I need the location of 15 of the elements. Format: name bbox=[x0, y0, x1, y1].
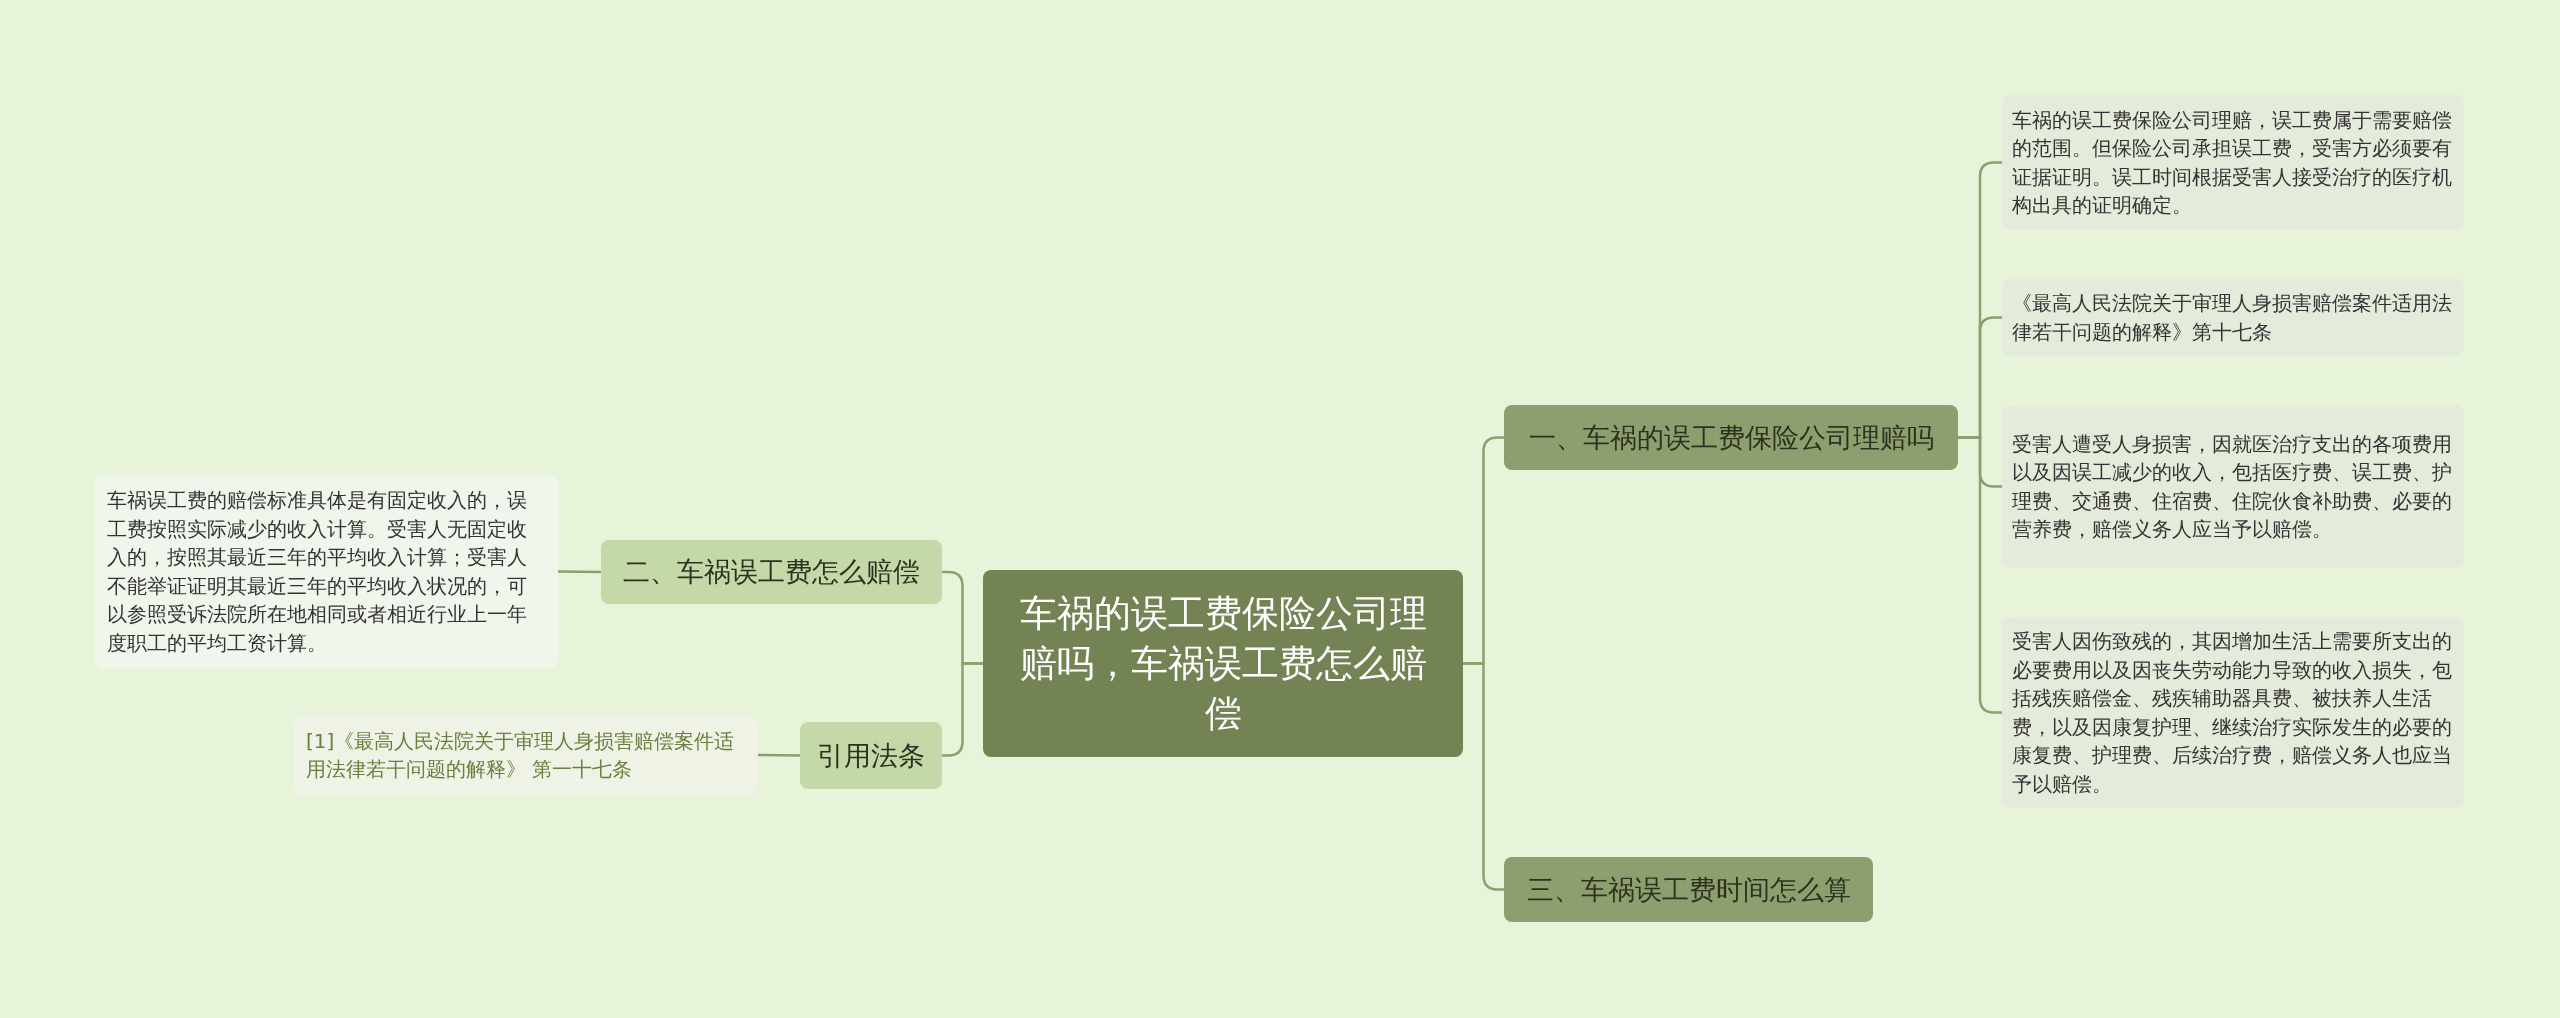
connector-line bbox=[558, 570, 601, 574]
text-box: 受害人遭受人身损害，因就医治疗支出的各项费用以及因误工减少的收入，包括医疗费、误工费、护理费、交通费、住宿费、住院伙食补助费、必要的营养费，赔偿义务人应当予以赔偿。 bbox=[2002, 405, 2464, 568]
text-box: 车祸误工费的赔偿标准具体是有固定收入的，误工费按照实际减少的收入计算。受害人无固定收入的，按照其最近三年的平均收入计算；受害人不能举证证明其最近三年的平均收入状况的，可以参照受诉法院所在地相同或者相近行业上一年度职工的平均工资计算。 bbox=[95, 475, 558, 668]
topic-box: 引用法条 bbox=[800, 722, 942, 789]
topic-box: 一、车祸的误工费保险公司理赔吗 bbox=[1504, 405, 1958, 470]
connector-line bbox=[1463, 662, 1504, 891]
text-box: 《最高人民法院关于审理人身损害赔偿案件适用法律若干问题的解释》第十七条 bbox=[2002, 279, 2464, 356]
text-box: 受害人因伤致残的，其因增加生活上需要所支出的必要费用以及因丧失劳动能力导致的收入损失，包括残疾赔偿金、残疾辅助器具费、被扶养人生活费，以及因康复护理、继续治疗实际发生的必要的康复费、护理费、后续治疗费，赔偿义务人也应当予以赔偿。 bbox=[2002, 617, 2464, 808]
topic-box: 二、车祸误工费怎么赔偿 bbox=[601, 540, 942, 604]
citation-box: [1]《最高人民法院关于审理人身损害赔偿案件适用法律若干问题的解释》 第一十七条 bbox=[294, 715, 758, 795]
connector-line bbox=[942, 662, 983, 757]
central-topic-box: 车祸的误工费保险公司理赔吗，车祸误工费怎么赔偿 bbox=[983, 570, 1463, 757]
connector-line bbox=[758, 753, 800, 757]
text-box: 车祸的误工费保险公司理赔，误工费属于需要赔偿的范围。但保险公司承担误工费，受害方必须要有证据证明。误工时间根据受害人接受治疗的医疗机构出具的证明确定。 bbox=[2002, 95, 2464, 230]
topic-box: 三、车祸误工费时间怎么算 bbox=[1504, 857, 1873, 922]
